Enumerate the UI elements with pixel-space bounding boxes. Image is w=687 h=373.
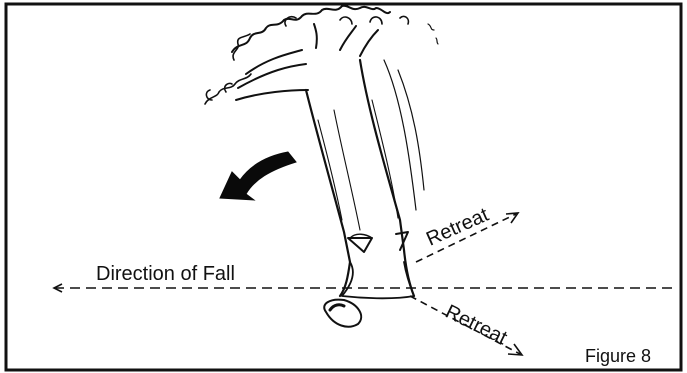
direction-of-fall-label: Direction of Fall (96, 263, 235, 285)
notch-wedge (324, 300, 361, 327)
direction-of-fall-line (54, 284, 676, 292)
figure-caption: Figure 8 (585, 346, 651, 366)
retreat-label-lower: Retreat (442, 301, 511, 350)
curved-arrow-icon (220, 152, 296, 200)
retreat-label-upper: Retreat (423, 204, 492, 251)
tree-branches (236, 24, 378, 100)
figure-frame (6, 4, 681, 370)
tree-illustration (205, 6, 438, 327)
tree-trunk (306, 60, 414, 296)
tree-stump (342, 262, 414, 298)
tree-notch-cut (348, 238, 372, 252)
